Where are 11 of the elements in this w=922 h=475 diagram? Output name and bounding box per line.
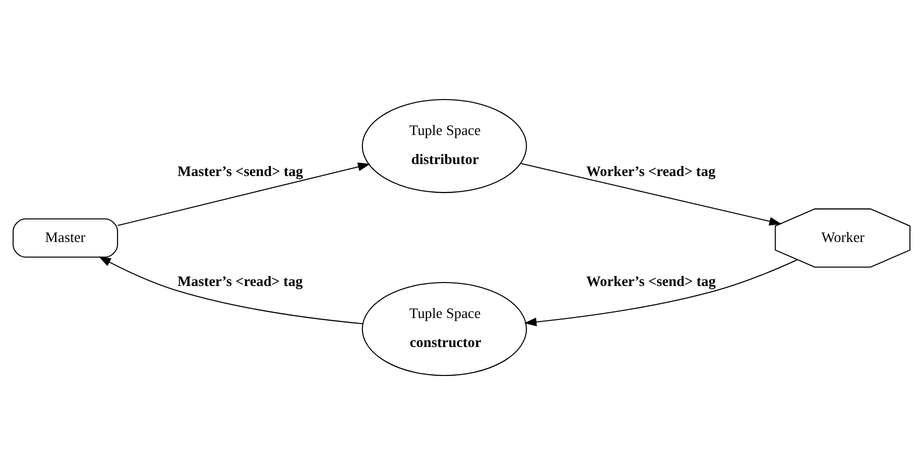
edge-label: Worker’s <send> tag xyxy=(586,274,716,290)
node-ellipse: Tuple Space distributor xyxy=(361,98,526,194)
edge-label: Worker’s <read> tag xyxy=(586,164,715,180)
node-ellipse: Tuple Space constructor xyxy=(361,282,526,376)
node-box: Master xyxy=(12,218,118,258)
arrow xyxy=(116,162,370,226)
arrow xyxy=(520,162,782,226)
arrow xyxy=(524,259,798,326)
edge-label: Master’s <read> tag xyxy=(176,274,302,290)
edge-label: Master’s <send> tag xyxy=(176,164,303,180)
arrow xyxy=(98,256,362,324)
